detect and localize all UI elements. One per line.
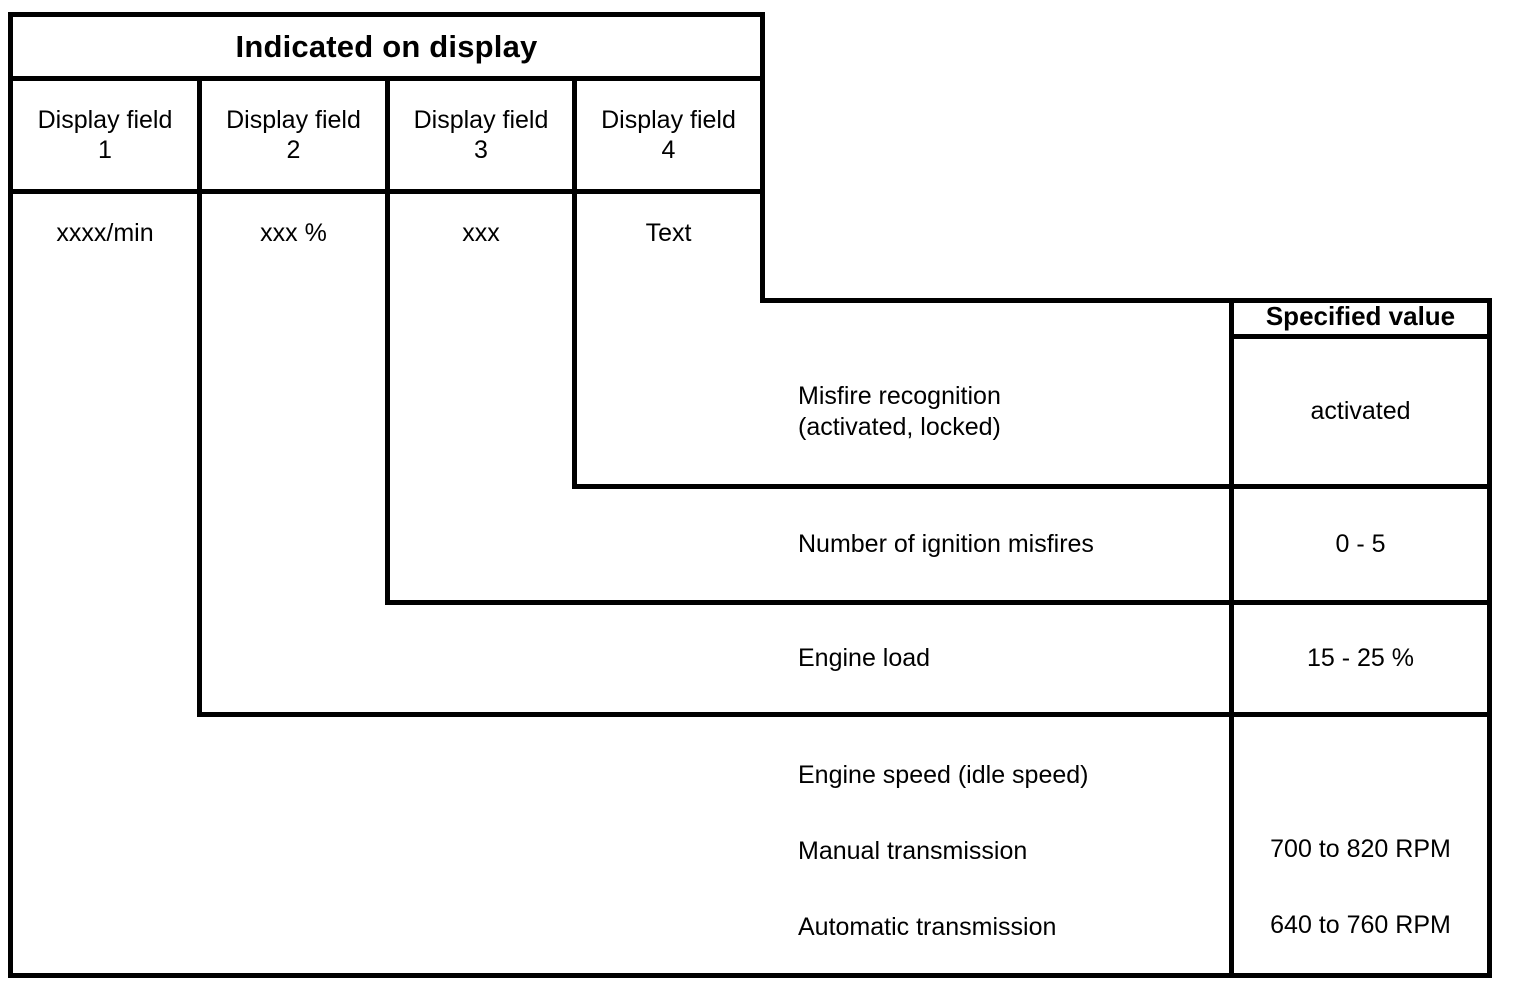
spec-row-value-ignition-misfires: 0 - 5 <box>1335 530 1386 559</box>
column-value-1: xxxx/min <box>56 218 154 247</box>
column-value-4: Text <box>645 218 692 247</box>
step-connector-2 <box>385 600 1492 605</box>
spec-row-label-automatic-transmission: Automatic transmission <box>798 913 1057 941</box>
spec-row-value-automatic-transmission: 640 to 760 RPM <box>1270 910 1451 939</box>
column-header-3: Display field 3 <box>413 105 549 165</box>
spec-row-label-misfire-recognition: Misfire recognition (activated, locked) <box>798 382 1001 441</box>
page-title: Indicated on display <box>235 28 538 64</box>
column-header-1: Display field 1 <box>37 105 173 165</box>
spec-row-label-ignition-misfires: Number of ignition misfires <box>798 530 1094 559</box>
column-header-2: Display field 2 <box>226 105 361 165</box>
border-right <box>1487 298 1492 978</box>
spec-column-divider <box>1229 298 1234 978</box>
border-top <box>8 12 765 17</box>
column-header-4: Display field 4 <box>601 105 736 165</box>
spec-row-value-manual-transmission: 700 to 820 RPM <box>1270 834 1451 863</box>
spec-header-divider <box>1229 334 1492 339</box>
step-connector-top <box>760 298 1492 303</box>
column-value-3: xxx <box>462 218 500 247</box>
specified-value-header: Specified value <box>1265 300 1456 331</box>
spec-row-value-engine-load: 15 - 25 % <box>1306 644 1414 673</box>
step-edge-2 <box>385 81 390 603</box>
step-edge-4 <box>760 12 765 303</box>
spec-row-label-engine-load: Engine load <box>798 644 931 673</box>
border-left <box>8 12 13 978</box>
spec-row-label-engine-speed-heading: Engine speed (idle speed) <box>798 761 1089 789</box>
title-row-divider <box>8 76 765 81</box>
spec-row-value-misfire-recognition: activated <box>1310 397 1411 426</box>
step-edge-1 <box>197 81 202 715</box>
column-value-2: xxx % <box>260 218 327 247</box>
step-connector-1 <box>197 712 1492 717</box>
border-bottom <box>8 973 1492 978</box>
spec-row-label-manual-transmission: Manual transmission <box>798 837 1028 865</box>
step-connector-3 <box>572 484 1492 489</box>
step-edge-3 <box>572 81 577 487</box>
